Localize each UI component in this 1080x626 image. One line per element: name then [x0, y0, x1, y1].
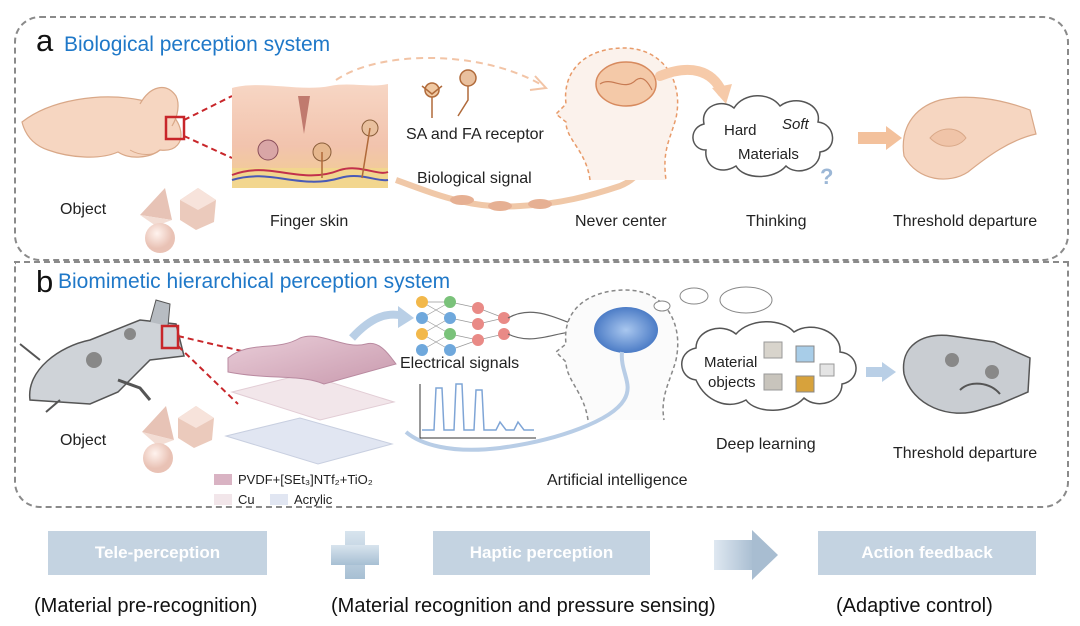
- robot-hand-grasp: [902, 334, 1031, 414]
- label-finger-skin: Finger skin: [270, 213, 349, 230]
- electrical-signal-plot: [419, 383, 536, 439]
- legend-pvdf: PVDF+[SEt₃]NTf₂+TiO₂: [238, 472, 373, 487]
- cloud-word-materials: Materials: [738, 146, 799, 163]
- arrow-icon: [714, 530, 778, 580]
- flow-box-tele-perception: Tele-perception: [48, 531, 267, 575]
- cloud-word-soft: Soft: [782, 116, 809, 133]
- label-material: Material: [704, 354, 758, 371]
- label-ai: Artificial intelligence: [547, 472, 688, 489]
- label-threshold-b: Threshold departure: [893, 445, 1038, 462]
- human-hand-grasp: [902, 96, 1037, 180]
- skin-cross-section: [231, 84, 389, 188]
- label-object-b: Object: [60, 432, 107, 449]
- label-object-a: Object: [60, 201, 107, 218]
- panel-b-frame: [14, 261, 1069, 508]
- thought-cloud-icon: [692, 95, 834, 178]
- neural-network-icon: [416, 296, 510, 356]
- flow-caption-haptic: (Material recognition and pressure sensi…: [331, 595, 716, 617]
- legend-swatch-pvdf: [214, 474, 232, 485]
- label-bio-signal: Biological signal: [417, 170, 532, 187]
- question-mark-icon: ?: [820, 164, 834, 189]
- label-deep-learning: Deep learning: [716, 436, 816, 453]
- objects-shapes-b: [142, 406, 214, 473]
- human-hand-illustration: [21, 87, 182, 158]
- label-threshold-a: Threshold departure: [893, 213, 1038, 230]
- flow-box-haptic-perception: Haptic perception: [433, 531, 650, 575]
- material-samples: [763, 341, 835, 393]
- label-never-center: Never center: [575, 213, 667, 230]
- legend-swatch-acrylic: [270, 494, 288, 505]
- label-thinking: Thinking: [746, 213, 807, 230]
- label-electrical-signals: Electrical signals: [400, 355, 520, 372]
- panel-b-letter: b: [36, 264, 54, 299]
- brain-icon-b: [594, 307, 658, 353]
- label-objects: objects: [708, 374, 756, 391]
- flow-caption-action: (Adaptive control): [836, 595, 993, 617]
- receptor-icons: [421, 69, 477, 118]
- legend-cu: Cu: [238, 492, 255, 507]
- legend-acrylic: Acrylic: [294, 492, 333, 507]
- sensor-layers: [224, 335, 397, 465]
- cloud-word-hard: Hard: [724, 122, 757, 139]
- flow-box-action-feedback: Action feedback: [818, 531, 1036, 575]
- panel-a-title: Biological perception system: [64, 33, 331, 56]
- label-receptor: SA and FA receptor: [406, 126, 544, 143]
- panel-b-title: Biomimetic hierarchical perception syste…: [58, 270, 451, 293]
- panel-a-letter: a: [36, 23, 54, 58]
- flow-caption-tele: (Material pre-recognition): [34, 595, 258, 617]
- legend-swatch-cu: [214, 494, 232, 505]
- brain-icon-a: [595, 61, 657, 107]
- plus-icon: [331, 531, 379, 579]
- fingertip-highlight: [164, 115, 186, 141]
- panel-a-frame: [14, 16, 1069, 261]
- robot-hand-illustration: [19, 299, 185, 413]
- objects-shapes-a: [140, 188, 216, 253]
